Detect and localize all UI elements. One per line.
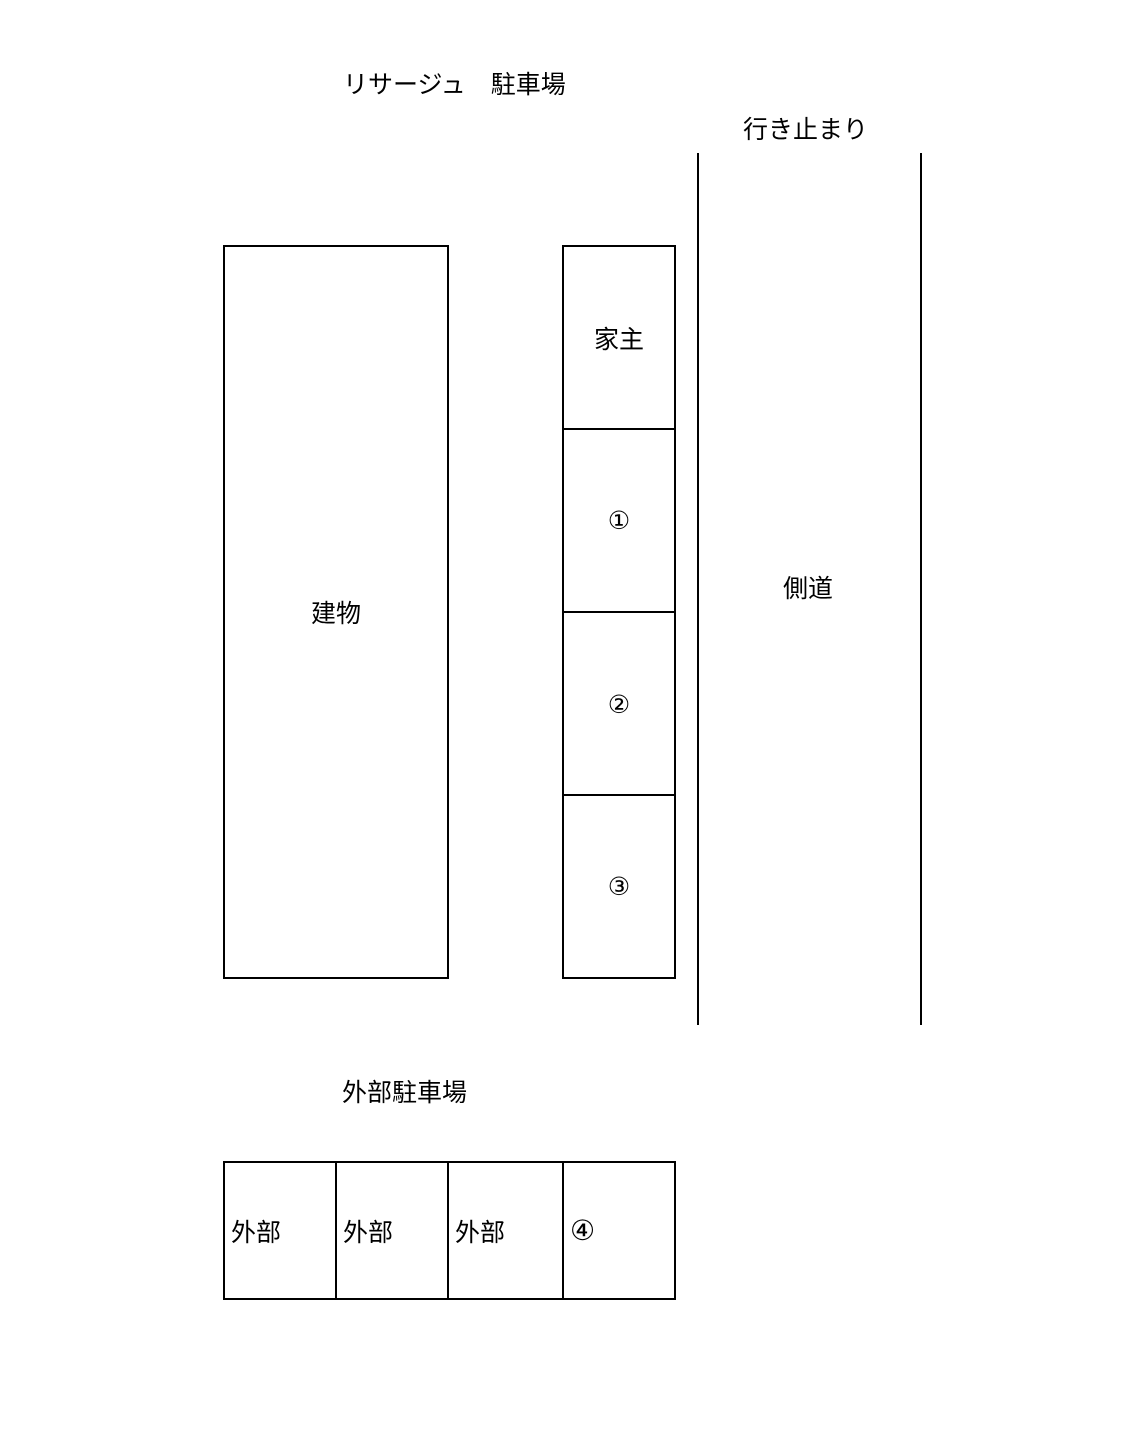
parking-space-2: ② xyxy=(562,611,676,797)
external-space-label: 外部 xyxy=(343,1217,394,1247)
parking-space-owner: 家主 xyxy=(562,245,676,430)
external-space-label: 外部 xyxy=(231,1217,282,1247)
building-label: 建物 xyxy=(310,599,361,628)
external-space-1: 外部 xyxy=(223,1161,337,1300)
external-space-2: 外部 xyxy=(335,1161,449,1300)
side-road-left-edge xyxy=(697,153,699,1025)
parking-space-label: ① xyxy=(607,506,631,535)
parking-space-1: ① xyxy=(562,428,676,613)
parking-space-label: ② xyxy=(607,689,631,719)
side-road-label: 側道 xyxy=(783,574,834,603)
parking-space-3: ③ xyxy=(562,794,676,979)
parking-space-label: ③ xyxy=(607,872,631,901)
external-parking-title: 外部駐車場 xyxy=(342,1078,468,1107)
dead-end-label: 行き止まり xyxy=(743,115,869,144)
external-space-4: ④ xyxy=(562,1161,676,1300)
page-title: リサージュ 駐車場 xyxy=(343,70,566,99)
external-space-label: ④ xyxy=(570,1214,596,1247)
external-space-3: 外部 xyxy=(447,1161,564,1300)
building: 建物 xyxy=(223,245,449,979)
parking-space-label: 家主 xyxy=(593,324,644,354)
side-road-right-edge xyxy=(920,153,922,1025)
external-space-label: 外部 xyxy=(455,1217,506,1247)
